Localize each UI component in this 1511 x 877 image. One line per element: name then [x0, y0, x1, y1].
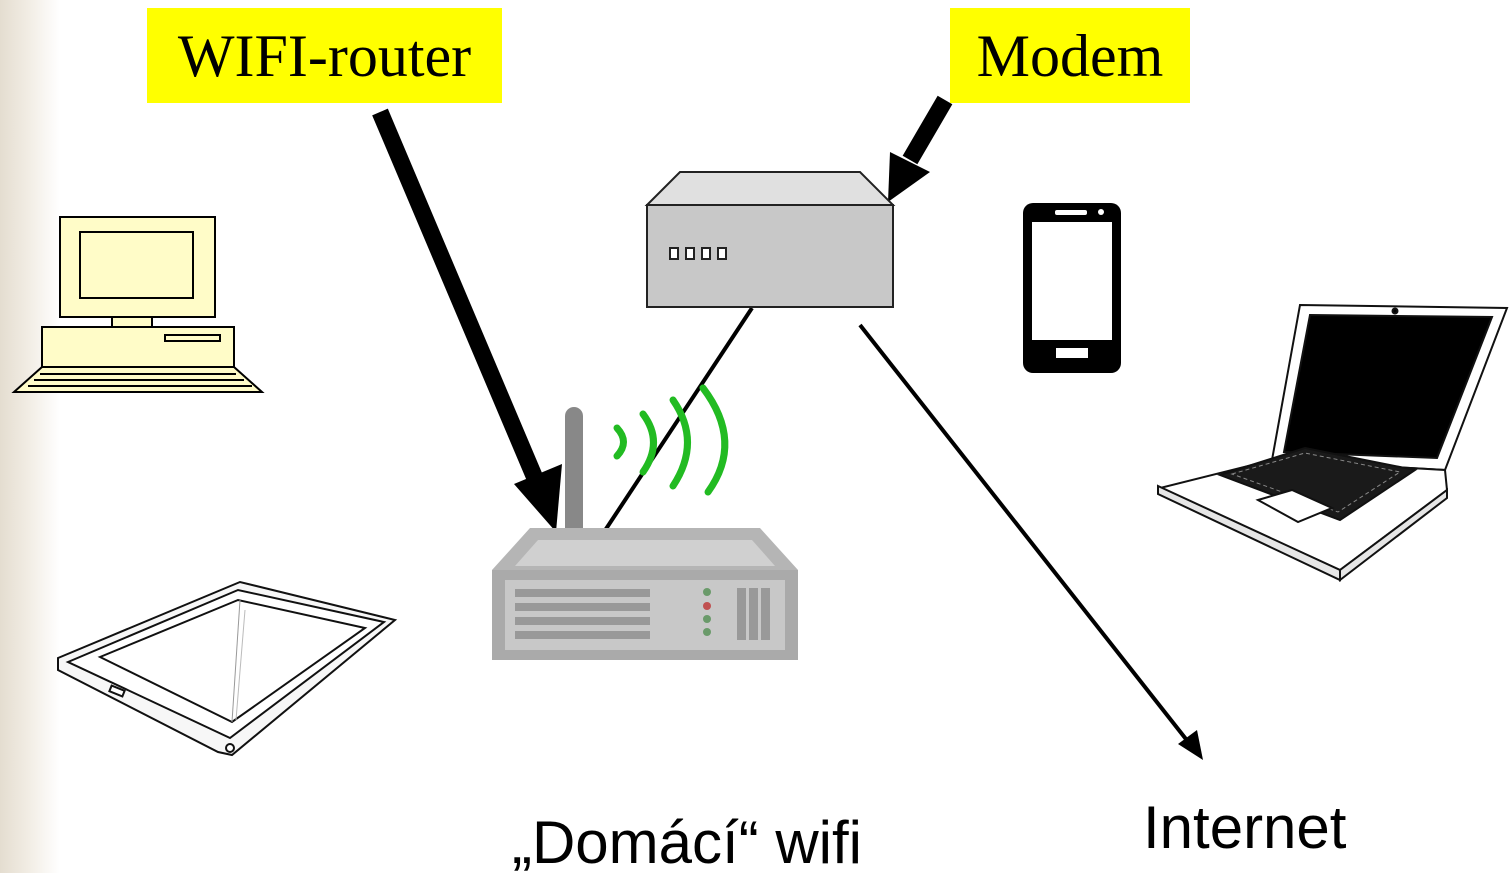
home-wifi-caption: „Domácí“ wifi	[512, 809, 863, 876]
modem-icon	[644, 171, 896, 308]
router-callout-arrowhead	[514, 464, 562, 532]
slide-left-edge	[0, 0, 60, 873]
wifi-router-icon	[492, 407, 798, 660]
smartphone-icon	[1023, 203, 1121, 373]
tablet-icon	[57, 580, 398, 757]
internet-arrowhead	[1178, 730, 1203, 760]
laptop-icon	[1156, 303, 1509, 583]
wifi-router-label: WIFI-router	[147, 8, 502, 103]
internet-caption: Internet	[1143, 794, 1347, 861]
modem-callout-arrow	[902, 95, 953, 165]
router-callout-arrow	[372, 108, 548, 494]
wifi-signal-icon	[613, 384, 729, 496]
desktop-computer-icon	[11, 216, 265, 393]
modem-label: Modem	[950, 8, 1190, 103]
modem-internet-link	[858, 323, 1195, 750]
modem-callout-arrowhead	[888, 152, 930, 202]
router-modem-cable	[598, 306, 754, 540]
